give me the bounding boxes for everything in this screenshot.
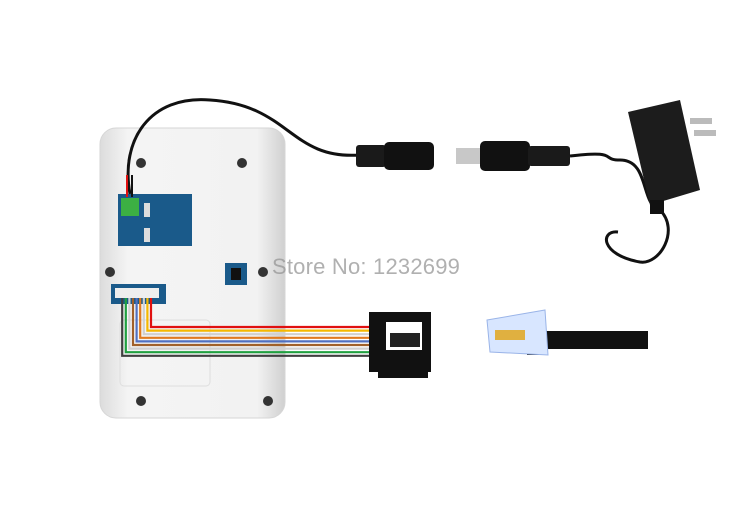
wire — [149, 298, 372, 329]
rj45-jack — [369, 312, 431, 378]
rj45-plug-cable — [486, 309, 648, 356]
wire — [124, 298, 372, 354]
dc-female-connector — [356, 142, 434, 170]
colored-wires — [121, 298, 372, 357]
power-cable — [126, 98, 361, 195]
wire — [146, 298, 372, 332]
circuit-board — [118, 194, 192, 246]
dc-male-connector — [456, 141, 570, 171]
wire — [121, 298, 372, 357]
wire — [142, 298, 372, 336]
wire — [128, 298, 372, 350]
wire — [131, 298, 372, 347]
power-adapter — [628, 100, 716, 214]
wire — [139, 298, 372, 339]
wire-connector — [111, 284, 166, 304]
store-watermark: Store No: 1232699 — [272, 254, 461, 279]
wire — [135, 298, 372, 343]
push-button — [225, 263, 247, 285]
